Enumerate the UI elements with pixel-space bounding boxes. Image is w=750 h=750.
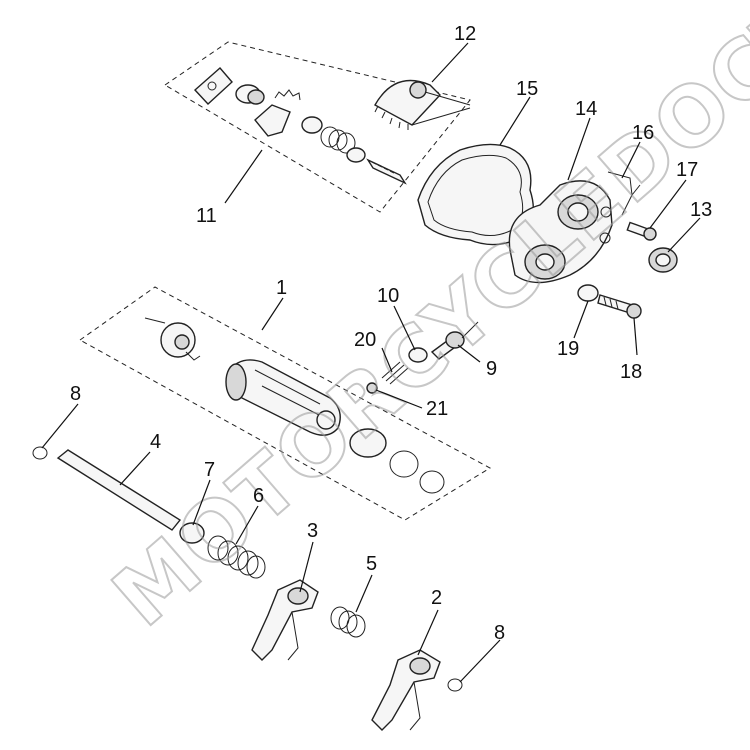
part-13-oil-seal bbox=[648, 247, 678, 273]
callout-17: 17 bbox=[676, 159, 698, 181]
callout-4: 4 bbox=[150, 431, 161, 453]
part-15-gasket bbox=[417, 143, 534, 246]
part-14-cover bbox=[508, 180, 613, 284]
part-9-bolt bbox=[430, 321, 479, 360]
part-10-washer bbox=[408, 347, 428, 363]
callout-16: 16 bbox=[632, 122, 654, 144]
callout-10: 10 bbox=[377, 285, 399, 307]
leader-lines bbox=[41, 42, 701, 683]
part-6-spring bbox=[207, 535, 266, 579]
assembly-1-outline bbox=[79, 286, 492, 521]
callout-1: 1 bbox=[276, 277, 287, 299]
callout-20: 20 bbox=[354, 329, 376, 351]
callout-9: 9 bbox=[486, 358, 497, 380]
callout-11: 11 bbox=[196, 205, 217, 227]
part-3-shift-fork bbox=[251, 579, 319, 661]
part-16-spring-pin bbox=[607, 171, 641, 216]
part-group-1 bbox=[144, 317, 445, 494]
callout-3: 3 bbox=[307, 520, 318, 542]
callout-14: 14 bbox=[575, 98, 597, 120]
callout-labels: 1 2 3 4 5 6 7 8 8 9 10 11 12 13 14 15 16… bbox=[70, 23, 712, 644]
assembly-11-outline bbox=[164, 41, 471, 213]
part-8-circlip-left bbox=[32, 446, 48, 460]
part-19-collar bbox=[577, 284, 599, 302]
callout-8-left: 8 bbox=[70, 383, 81, 405]
part-group-11 bbox=[193, 67, 407, 185]
callout-8-right: 8 bbox=[494, 622, 505, 644]
part-21-ball bbox=[366, 382, 378, 394]
callout-5: 5 bbox=[366, 553, 377, 575]
callout-12: 12 bbox=[454, 23, 476, 45]
part-8-circlip-right bbox=[447, 678, 463, 692]
part-18-bolt bbox=[597, 294, 642, 319]
part-12-gear bbox=[374, 79, 471, 130]
callout-13: 13 bbox=[690, 199, 712, 221]
callout-21: 21 bbox=[426, 398, 448, 420]
part-17-bolt bbox=[626, 221, 657, 241]
callout-19: 19 bbox=[557, 338, 579, 360]
callout-2: 2 bbox=[431, 587, 442, 609]
callout-18: 18 bbox=[620, 361, 642, 383]
callout-15: 15 bbox=[516, 78, 538, 100]
part-7-collar bbox=[179, 522, 205, 544]
callout-6: 6 bbox=[253, 485, 264, 507]
callout-7: 7 bbox=[204, 459, 215, 481]
part-2-shift-fork bbox=[371, 649, 441, 731]
part-5-spring bbox=[330, 606, 366, 638]
part-4-shaft bbox=[56, 449, 182, 531]
